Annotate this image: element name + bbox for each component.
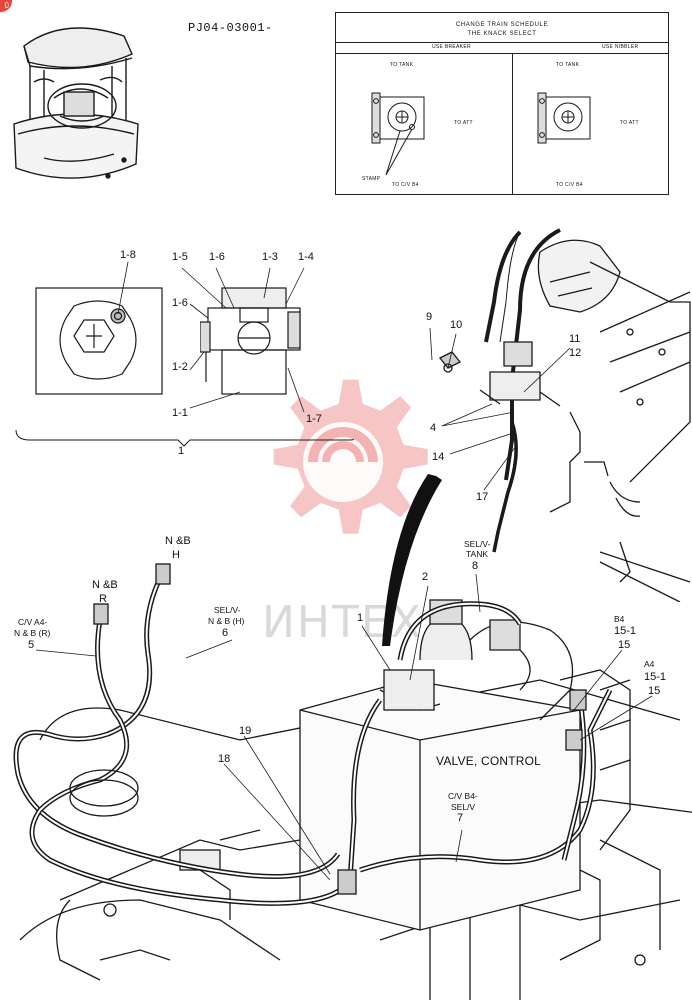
- callout-1-1: 1-1: [172, 407, 188, 419]
- control-valve-assembly: [13, 563, 692, 1000]
- part-code: PJ04-03001-: [188, 21, 273, 35]
- callout-18: 18: [218, 753, 231, 765]
- schedule-title-line1: CHANGE TRAIN SCHEDULE: [455, 22, 549, 28]
- right-to-tank: TO TANK: [556, 62, 580, 68]
- callout-b4-15: 15: [618, 639, 631, 651]
- label-selv-tank-line1: SEL/V-: [464, 539, 491, 549]
- callout-12: 12: [569, 347, 582, 359]
- label-nb-r-line2: R: [99, 593, 107, 605]
- breaker-valve-diagram: [371, 92, 425, 176]
- schedule-left-heading: USE BREAKER: [432, 44, 471, 50]
- callout-1-2: 1-2: [172, 361, 188, 373]
- connection-arrow: [382, 474, 442, 646]
- label-valve-control: VALVE, CONTROL: [436, 754, 542, 768]
- schedule-divider-top: [336, 42, 668, 43]
- valve-section-detail: [200, 287, 301, 395]
- nibbler-valve-diagram: [537, 92, 591, 144]
- cab-illustration: [13, 27, 139, 179]
- label-b4: B4: [614, 614, 625, 624]
- callout-1-4: 1-4: [298, 251, 314, 263]
- label-cv-a4-line2: N & B (R): [14, 628, 51, 638]
- left-to-cv: TO C/V B4: [392, 182, 419, 188]
- callout-b4-15-1: 15-1: [614, 625, 637, 637]
- leader-1-8: [117, 261, 129, 315]
- label-nb-h-line1: N &B: [165, 535, 191, 547]
- label-selv-nb-line2: N & B (H): [208, 616, 245, 626]
- schedule-title-line2: THE KNACK SELECT: [467, 31, 537, 37]
- corner-badge-text: 0: [4, 1, 9, 10]
- detail-leader-lines: [181, 267, 305, 413]
- schedule-divider-mid: [336, 53, 668, 54]
- callout-1-5: 1-5: [172, 251, 188, 263]
- callout-1: 1: [357, 612, 364, 624]
- callout-1-6-side: 1-6: [172, 297, 188, 309]
- detail-group-bracket: [15, 429, 354, 447]
- label-cv-b4-line2: SEL/V: [451, 802, 476, 812]
- callout-9: 9: [426, 311, 433, 323]
- engine-assembly: [438, 228, 691, 602]
- callout-1-8: 1-8: [120, 249, 136, 261]
- callout-1-6-top: 1-6: [209, 251, 225, 263]
- lower-leader-lines: [35, 573, 653, 881]
- callout-4: 4: [430, 422, 437, 434]
- label-a4: A4: [644, 659, 655, 669]
- label-nb-h-line2: H: [172, 549, 180, 561]
- label-cv-b4-line1: C/V B4-: [448, 791, 478, 801]
- watermark-gear-icon: [273, 379, 428, 534]
- right-to-cv: TO C/V B4: [556, 182, 583, 188]
- right-to-att: TO ATT: [620, 120, 639, 126]
- callout-11: 11: [569, 333, 581, 345]
- label-selv-tank-line2: TANK: [466, 549, 489, 559]
- callout-2: 2: [422, 571, 429, 583]
- left-stamp: STAMP: [362, 176, 381, 182]
- callout-6: 6: [222, 627, 229, 639]
- callout-1-3: 1-3: [262, 251, 278, 263]
- callout-5: 5: [28, 639, 35, 651]
- left-to-att: TO ATT: [454, 120, 473, 126]
- callout-1-7: 1-7: [306, 413, 322, 425]
- change-schedule-panel: CHANGE TRAIN SCHEDULE THE KNACK SELECT U…: [335, 12, 669, 195]
- callout-8: 8: [472, 560, 479, 572]
- label-nb-r-line1: N &B: [92, 579, 118, 591]
- label-selv-nb-line1: SEL/V-: [214, 605, 241, 615]
- callout-10: 10: [450, 319, 463, 331]
- label-cv-a4-line1: C/V A4-: [18, 617, 48, 627]
- callout-a4-15: 15: [648, 685, 661, 697]
- callout-7: 7: [457, 812, 464, 824]
- schedule-right-heading: USE NIBBLER: [602, 44, 639, 50]
- callout-a4-15-1: 15-1: [644, 671, 667, 683]
- left-to-tank: TO TANK: [390, 62, 414, 68]
- callout-14: 14: [432, 451, 445, 463]
- callout-17: 17: [476, 491, 489, 503]
- callout-1-group: 1: [178, 445, 185, 457]
- schedule-vertical-divider: [512, 53, 513, 194]
- engine-leader-lines: [429, 327, 571, 491]
- callout-19: 19: [239, 725, 252, 737]
- valve-face-detail: [35, 287, 163, 395]
